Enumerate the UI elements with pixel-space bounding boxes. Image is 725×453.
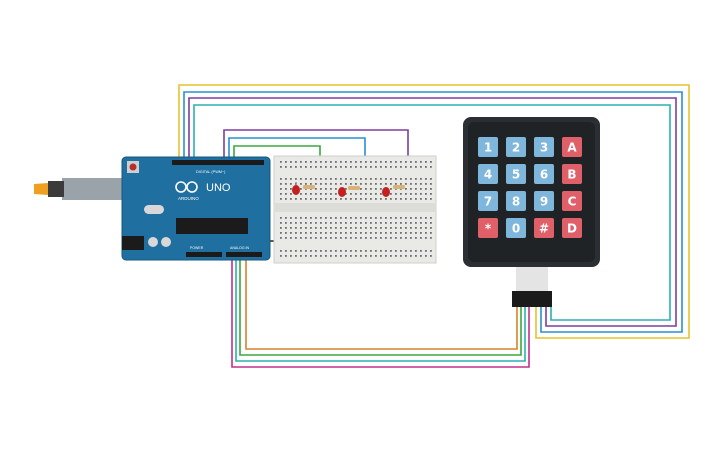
key-A[interactable]: A	[562, 137, 582, 157]
breadboard-holes	[280, 161, 432, 257]
wire-keypad-purple[interactable]	[188, 97, 677, 327]
keypad-connector	[512, 291, 552, 307]
breadboard[interactable]	[273, 155, 437, 264]
power-header-label: POWER	[190, 246, 204, 250]
wire-keypad-orange[interactable]	[245, 258, 518, 350]
analog-header-label: ANALOG IN	[230, 246, 250, 250]
key-star[interactable]: *	[478, 218, 498, 238]
key-label: *	[485, 222, 492, 236]
board-pcb	[121, 156, 271, 261]
wire-keypad-yellow[interactable]	[178, 84, 690, 339]
power-jack	[122, 236, 144, 250]
key-label: 5	[512, 168, 520, 182]
wire-keypad-blue[interactable]	[183, 91, 683, 333]
digital-header	[172, 160, 264, 165]
led-group	[292, 182, 405, 197]
wire-keypad-teal[interactable]	[193, 104, 671, 321]
key-label: A	[567, 141, 577, 155]
key-cap	[478, 218, 498, 238]
keypad-4x4[interactable]: 1 2 3 A 4 5 6 B 7 8 9 C * 0 # D	[463, 117, 600, 307]
key-cap	[534, 218, 554, 238]
arduino-logo-left	[175, 181, 187, 193]
led-2-body	[338, 187, 346, 197]
led-1-body	[292, 185, 300, 195]
key-label: 8	[512, 195, 520, 209]
digital-header-label: DIGITAL (PWM~)	[196, 170, 226, 174]
arduino-uno-board[interactable]: UNO ARDUINO DIGITAL (PWM~) POWER ANALOG …	[34, 156, 271, 261]
key-cap	[534, 191, 554, 211]
key-1[interactable]: 1	[478, 137, 498, 157]
resistor-2[interactable]	[348, 186, 360, 190]
brand-label: ARDUINO	[178, 196, 199, 201]
analog-header	[226, 252, 262, 257]
crystal	[144, 205, 164, 214]
key-hash[interactable]: #	[534, 218, 554, 238]
key-C[interactable]: C	[562, 191, 582, 211]
key-label: 9	[540, 195, 548, 209]
resistor-1[interactable]	[303, 185, 315, 189]
key-label: D	[567, 222, 577, 236]
key-5[interactable]: 5	[506, 164, 526, 184]
key-D[interactable]: D	[562, 218, 582, 238]
led-3-body	[382, 187, 390, 197]
key-label: C	[568, 195, 577, 209]
led-1[interactable]	[292, 182, 300, 195]
usb-connector	[62, 178, 122, 200]
capacitor-1	[148, 237, 158, 247]
key-0[interactable]: 0	[506, 218, 526, 238]
arduino-logo-right	[186, 181, 198, 193]
key-6[interactable]: 6	[534, 164, 554, 184]
usb-cable-tip	[34, 183, 48, 195]
wire-keypad-cyan[interactable]	[235, 258, 526, 362]
key-cap	[562, 191, 582, 211]
key-label: 3	[540, 141, 548, 155]
key-9[interactable]: 9	[534, 191, 554, 211]
key-label: 7	[484, 195, 492, 209]
key-3[interactable]: 3	[534, 137, 554, 157]
key-2[interactable]: 2	[506, 137, 526, 157]
reset-button-cap	[129, 163, 137, 171]
usb-cable-plug	[48, 181, 64, 197]
key-cap	[562, 164, 582, 184]
key-cap	[506, 191, 526, 211]
capacitor-2	[161, 237, 171, 247]
key-cap	[562, 218, 582, 238]
key-label: 2	[512, 141, 520, 155]
atmega-chip	[176, 218, 248, 234]
key-cap	[562, 137, 582, 157]
key-label: B	[567, 168, 576, 182]
led-2[interactable]	[338, 187, 346, 197]
wire-keypad-green[interactable]	[239, 258, 522, 356]
key-cap	[478, 164, 498, 184]
key-label: 6	[540, 168, 548, 182]
resistor-3[interactable]	[393, 185, 405, 189]
key-label: #	[539, 222, 549, 236]
key-label: 4	[484, 168, 492, 182]
keypad-keys: 1 2 3 A 4 5 6 B 7 8 9 C * 0 # D	[478, 137, 582, 238]
key-label: 0	[512, 222, 520, 236]
key-cap	[478, 191, 498, 211]
breadboard-center-channel	[274, 203, 436, 212]
key-4[interactable]: 4	[478, 164, 498, 184]
power-header	[186, 252, 222, 257]
model-label: UNO	[206, 182, 231, 194]
key-cap	[534, 164, 554, 184]
key-cap	[506, 218, 526, 238]
key-8[interactable]: 8	[506, 191, 526, 211]
key-B[interactable]: B	[562, 164, 582, 184]
key-label: 1	[484, 141, 492, 155]
key-cap	[478, 137, 498, 157]
key-cap	[506, 137, 526, 157]
led-3[interactable]	[382, 187, 390, 197]
wire-keypad-magenta[interactable]	[231, 258, 530, 368]
key-7[interactable]: 7	[478, 191, 498, 211]
key-cap	[534, 137, 554, 157]
keypad-ribbon	[512, 267, 552, 307]
key-cap	[506, 164, 526, 184]
